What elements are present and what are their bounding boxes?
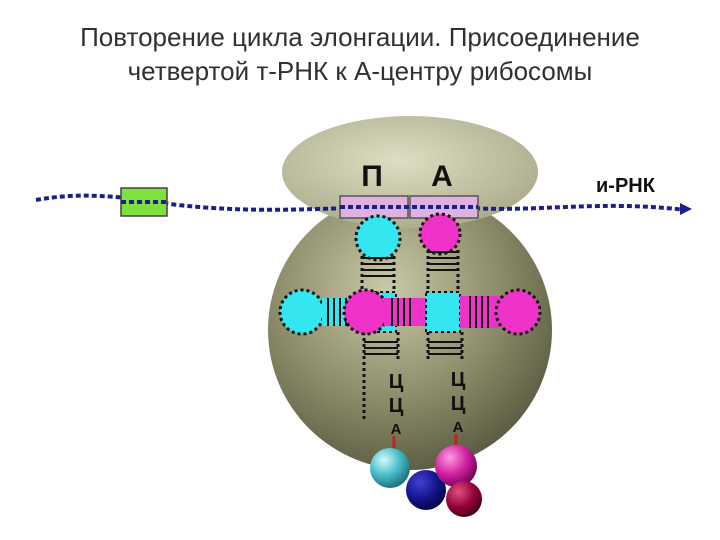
amino-acid-2 — [406, 470, 446, 510]
free-codon — [120, 187, 168, 217]
trna-a-tail-c2: Ц — [451, 393, 466, 415]
slide-title: Повторение цикла элонгации. Присоединени… — [0, 20, 720, 88]
amino-acid-4 — [446, 481, 482, 517]
trna-p-tail-c1: Ц — [389, 371, 404, 393]
a-site-label: А — [431, 160, 453, 193]
p-site-label: П — [361, 160, 383, 193]
trna-a-site: Ц Ц А — [342, 212, 542, 448]
mrna-label: и-РНК — [596, 175, 656, 197]
mrna-arrow-icon — [680, 203, 692, 215]
mrna-strand — [35, 193, 687, 212]
title-line-2: четвертой т-РНК к А-центру рибосомы — [127, 56, 593, 86]
amino-acid-3 — [435, 445, 477, 487]
title-line-1: Повторение цикла элонгации. Присоединени… — [80, 22, 640, 52]
trna-p-tail-c2: Ц — [389, 395, 404, 417]
trna-a-tail-a: А — [453, 419, 464, 436]
trna-a-tail-c1: Ц — [451, 369, 466, 391]
amino-acid-1 — [370, 448, 410, 488]
ribosome-large-subunit — [268, 190, 552, 470]
trna-p-tail-a: А — [391, 421, 402, 438]
